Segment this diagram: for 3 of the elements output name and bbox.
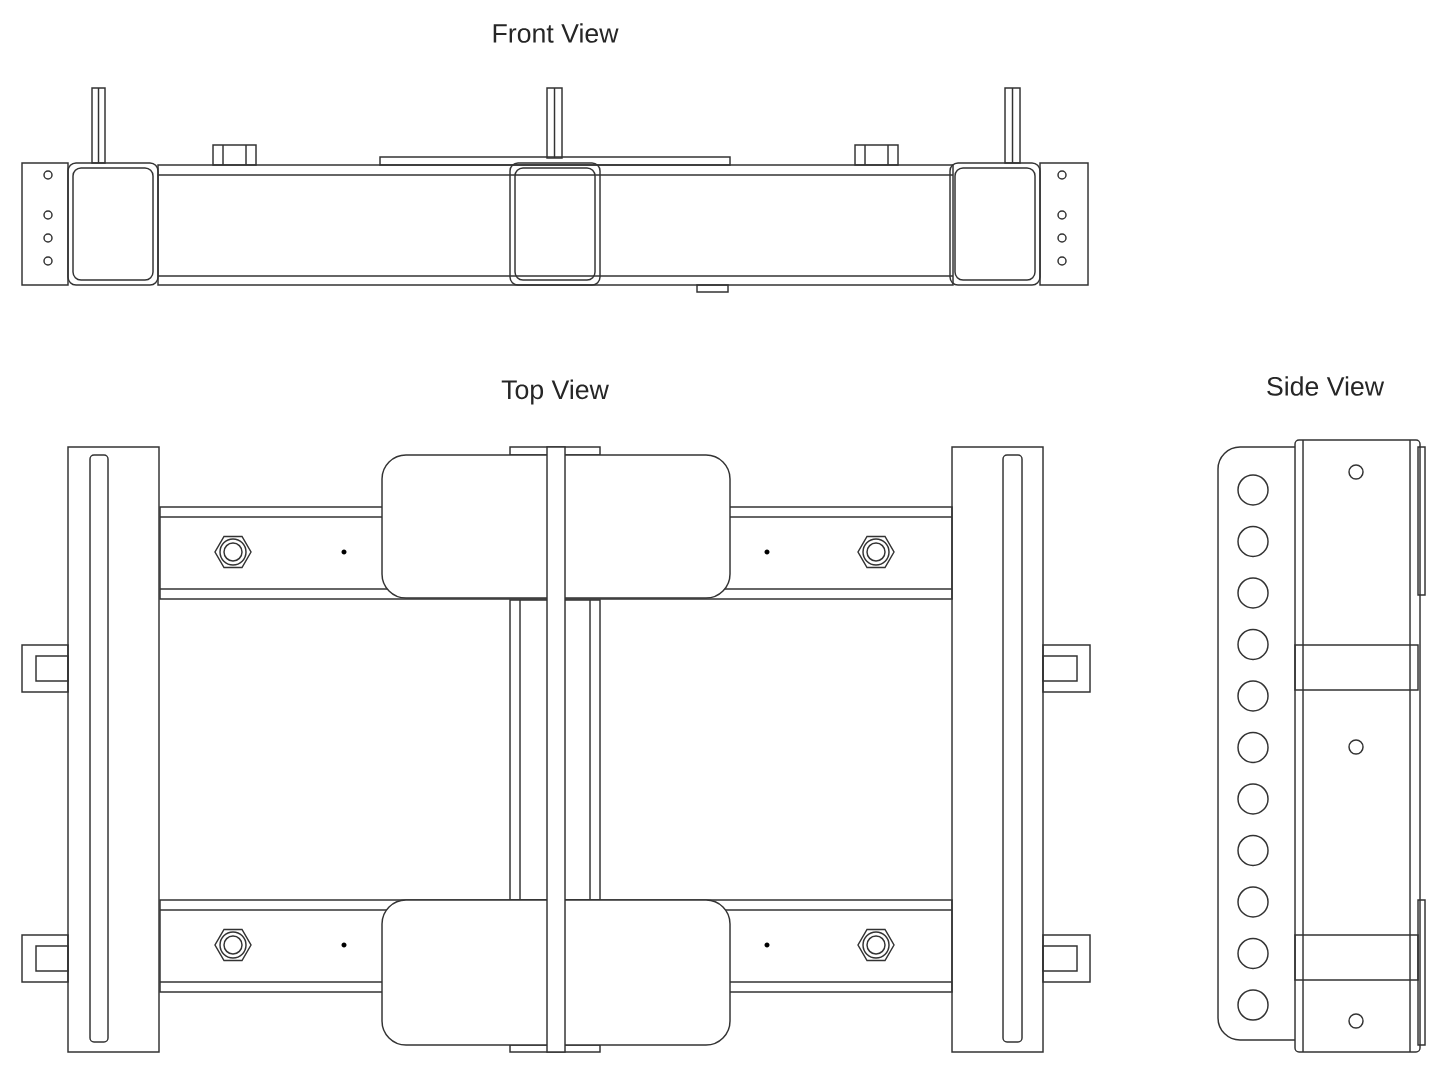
view-title: Side View	[1267, 376, 1385, 396]
view-title: Front View	[493, 23, 619, 43]
view-title: Top View	[501, 379, 609, 405]
